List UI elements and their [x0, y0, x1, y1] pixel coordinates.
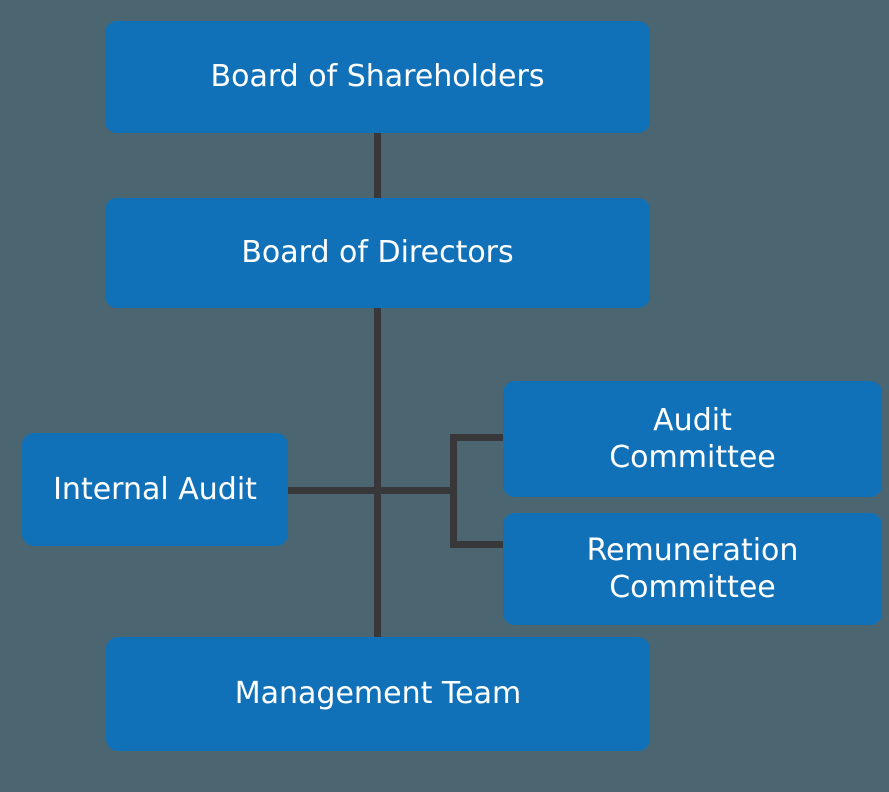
connector-shareholders-directors — [374, 132, 381, 199]
node-internal-audit-label: Internal Audit — [53, 471, 257, 507]
connector-internal-audit-trunk — [287, 487, 454, 494]
connector-directors-management — [374, 307, 381, 638]
node-board-of-shareholders: Board of Shareholders — [105, 21, 650, 133]
node-management-team-label: Management Team — [234, 676, 522, 712]
connector-remuneration-committee-stub — [455, 541, 504, 548]
connector-committee-branch — [450, 434, 457, 548]
node-board-of-directors-label: Board of Directors — [241, 235, 514, 271]
node-remuneration-committee: Remuneration Committee — [503, 513, 882, 625]
node-board-of-shareholders-label: Board of Shareholders — [210, 59, 545, 95]
node-internal-audit: Internal Audit — [22, 433, 288, 546]
node-audit-committee-label: Audit Committee — [609, 402, 776, 476]
node-remuneration-committee-label: Remuneration Committee — [586, 532, 799, 606]
node-board-of-directors: Board of Directors — [105, 198, 650, 308]
connector-audit-committee-stub — [455, 434, 504, 441]
node-audit-committee: Audit Committee — [503, 381, 882, 497]
node-management-team: Management Team — [106, 637, 650, 751]
